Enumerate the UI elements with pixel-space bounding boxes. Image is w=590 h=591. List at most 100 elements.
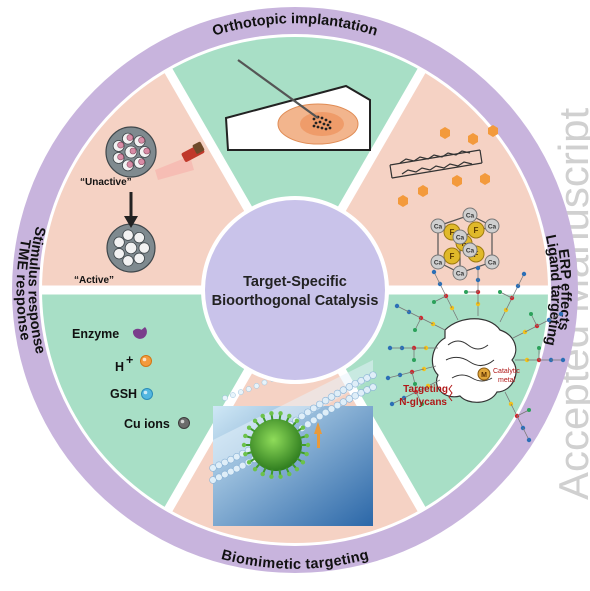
lipid-head: [339, 398, 348, 406]
targeting-label-2: N-glycans: [399, 397, 447, 408]
lipid-head: [327, 405, 336, 413]
lipid-head: [304, 408, 312, 416]
lipid-head: [327, 393, 336, 401]
center-hub: Target-Specific Bioorthogonal Catalysis: [201, 196, 389, 384]
lipid-head: [345, 383, 353, 391]
catalytic-metal-icon: [477, 367, 491, 381]
center-title-line2: Bioorthogonal Catalysis: [212, 293, 379, 309]
lipid-head: [363, 386, 371, 394]
tme-item-enzyme: Enzyme: [72, 327, 147, 341]
fluoride-ion: [467, 221, 485, 239]
lipid-head: [215, 461, 223, 469]
glycan-unit: [387, 345, 393, 351]
spike-protein: [300, 425, 306, 430]
spike-protein: [246, 425, 252, 430]
lipid-head: [310, 416, 318, 424]
lipid-head: [227, 455, 235, 464]
fluoride-ion-label: F: [450, 252, 455, 261]
glycan-unit: [527, 408, 531, 412]
lipid-head: [351, 392, 359, 400]
spike-protein: [269, 474, 274, 479]
blue-ball-icon: [141, 388, 153, 400]
lipid-head: [253, 383, 260, 389]
catalytic-label-1: Catalytic: [493, 368, 520, 375]
spike-protein: [287, 413, 292, 419]
spike-protein: [294, 466, 300, 472]
spike-protein: [269, 411, 274, 416]
glycan-unit: [521, 271, 527, 277]
ligand-targeting-illustration: M Catalytic metal Targeting N-glycans: [385, 265, 566, 443]
tme-response-illustration: Enzyme H + GSH Cu ions: [72, 327, 190, 431]
label-stimulus-response: Stimulus response: [25, 225, 49, 355]
svg-text:Enzyme: Enzyme: [72, 327, 119, 341]
spike-protein: [241, 442, 247, 448]
glycan-unit: [558, 311, 564, 317]
spike-protein: [252, 466, 258, 472]
calcium-ion-label: Ca: [434, 260, 443, 267]
lipid-head: [233, 452, 241, 461]
glycan-unit: [529, 312, 533, 316]
calcium-ion-label: Ca: [466, 248, 475, 255]
lipid-head: [245, 386, 252, 392]
lipid-head: [221, 458, 229, 467]
spike-protein: [260, 471, 265, 477]
lipid-head: [227, 467, 235, 476]
label-tme-response: TME response: [13, 238, 34, 342]
svg-text:H: H: [115, 360, 124, 374]
glycan-unit: [475, 265, 481, 271]
label-erp-effects: ERP effects: [554, 248, 573, 331]
calcium-ion-label: Ca: [488, 260, 497, 267]
calcium-ion: [430, 254, 446, 270]
lipid-head: [298, 412, 306, 421]
svg-text:+: +: [126, 353, 133, 367]
biomimetic-targeting-illustration: [209, 322, 378, 526]
calcium-ion: [462, 242, 478, 258]
spike-protein: [243, 451, 248, 457]
calcium-ion: [430, 218, 446, 234]
lipid-head: [369, 371, 377, 379]
active-label: “Active”: [74, 275, 114, 286]
lipid-head: [315, 400, 324, 409]
svg-text:Cu ions: Cu ions: [124, 417, 170, 431]
spike-protein: [300, 460, 306, 465]
glycan-unit: [420, 402, 424, 406]
activation-arrow-head: [124, 216, 138, 228]
lipid-head: [345, 395, 353, 403]
drug-molecules: [398, 125, 498, 207]
glycan-unit: [413, 328, 417, 332]
spike-protein: [305, 442, 311, 448]
spike-protein: [278, 474, 283, 479]
spike-protein: [304, 433, 309, 439]
glycan-unit: [560, 357, 566, 363]
lipid-head: [237, 389, 244, 395]
glycan-unit: [537, 346, 541, 350]
lipid-head: [333, 401, 342, 410]
lipid-head: [357, 377, 365, 385]
orange-ball-icon: [140, 355, 152, 367]
calcium-ion-label: Ca: [456, 235, 465, 242]
lipid-head: [261, 379, 268, 386]
lipid-head: [222, 395, 228, 401]
orthotopic-implantation-illustration: [224, 59, 371, 151]
spike-protein: [304, 451, 309, 457]
spike-protein: [278, 411, 283, 416]
lipid-head: [230, 392, 236, 398]
glycan-unit: [394, 303, 400, 309]
glycan-unit: [389, 401, 395, 407]
unactive-label: “Unactive”: [80, 177, 132, 188]
glycan-unit: [431, 269, 437, 275]
pacman-enzyme-icon: [132, 327, 147, 339]
carbon-nanotube-icon: [389, 149, 483, 179]
lipid-head: [321, 408, 330, 417]
calcium-ion: [484, 218, 500, 234]
lipid-head: [351, 380, 359, 388]
spike-protein: [246, 460, 252, 465]
unactive-cage-nanoparticle: [105, 126, 157, 178]
lipid-head: [357, 389, 365, 397]
glycan-unit: [413, 382, 417, 386]
lipid-head: [209, 476, 217, 484]
spike-protein: [294, 418, 300, 424]
